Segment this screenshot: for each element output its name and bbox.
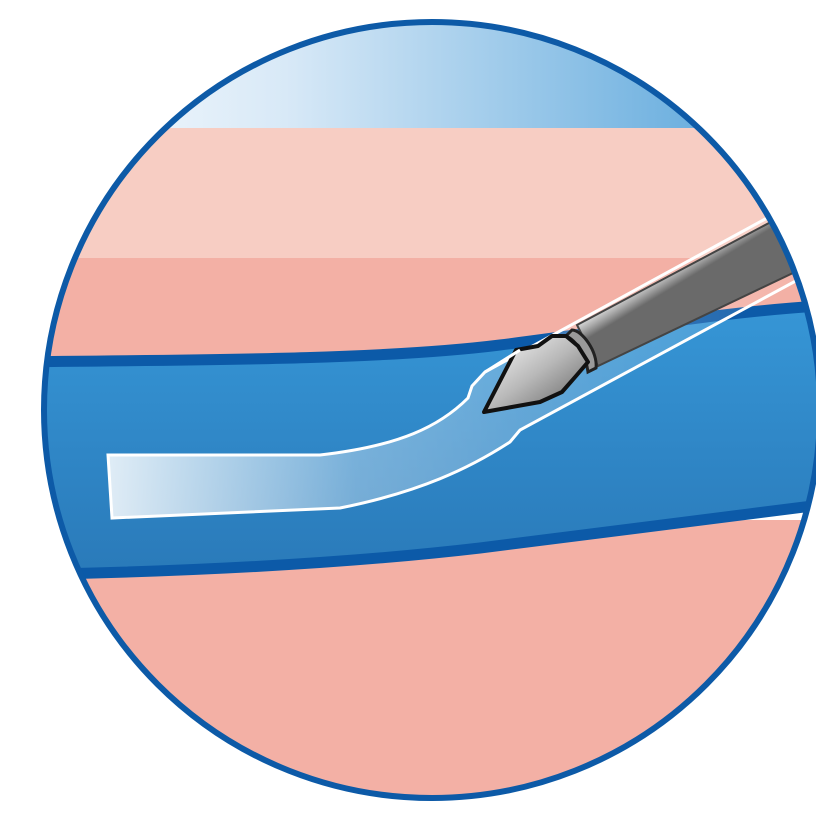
epidermis-layer bbox=[0, 128, 816, 260]
skin-surface-layer bbox=[0, 0, 816, 130]
